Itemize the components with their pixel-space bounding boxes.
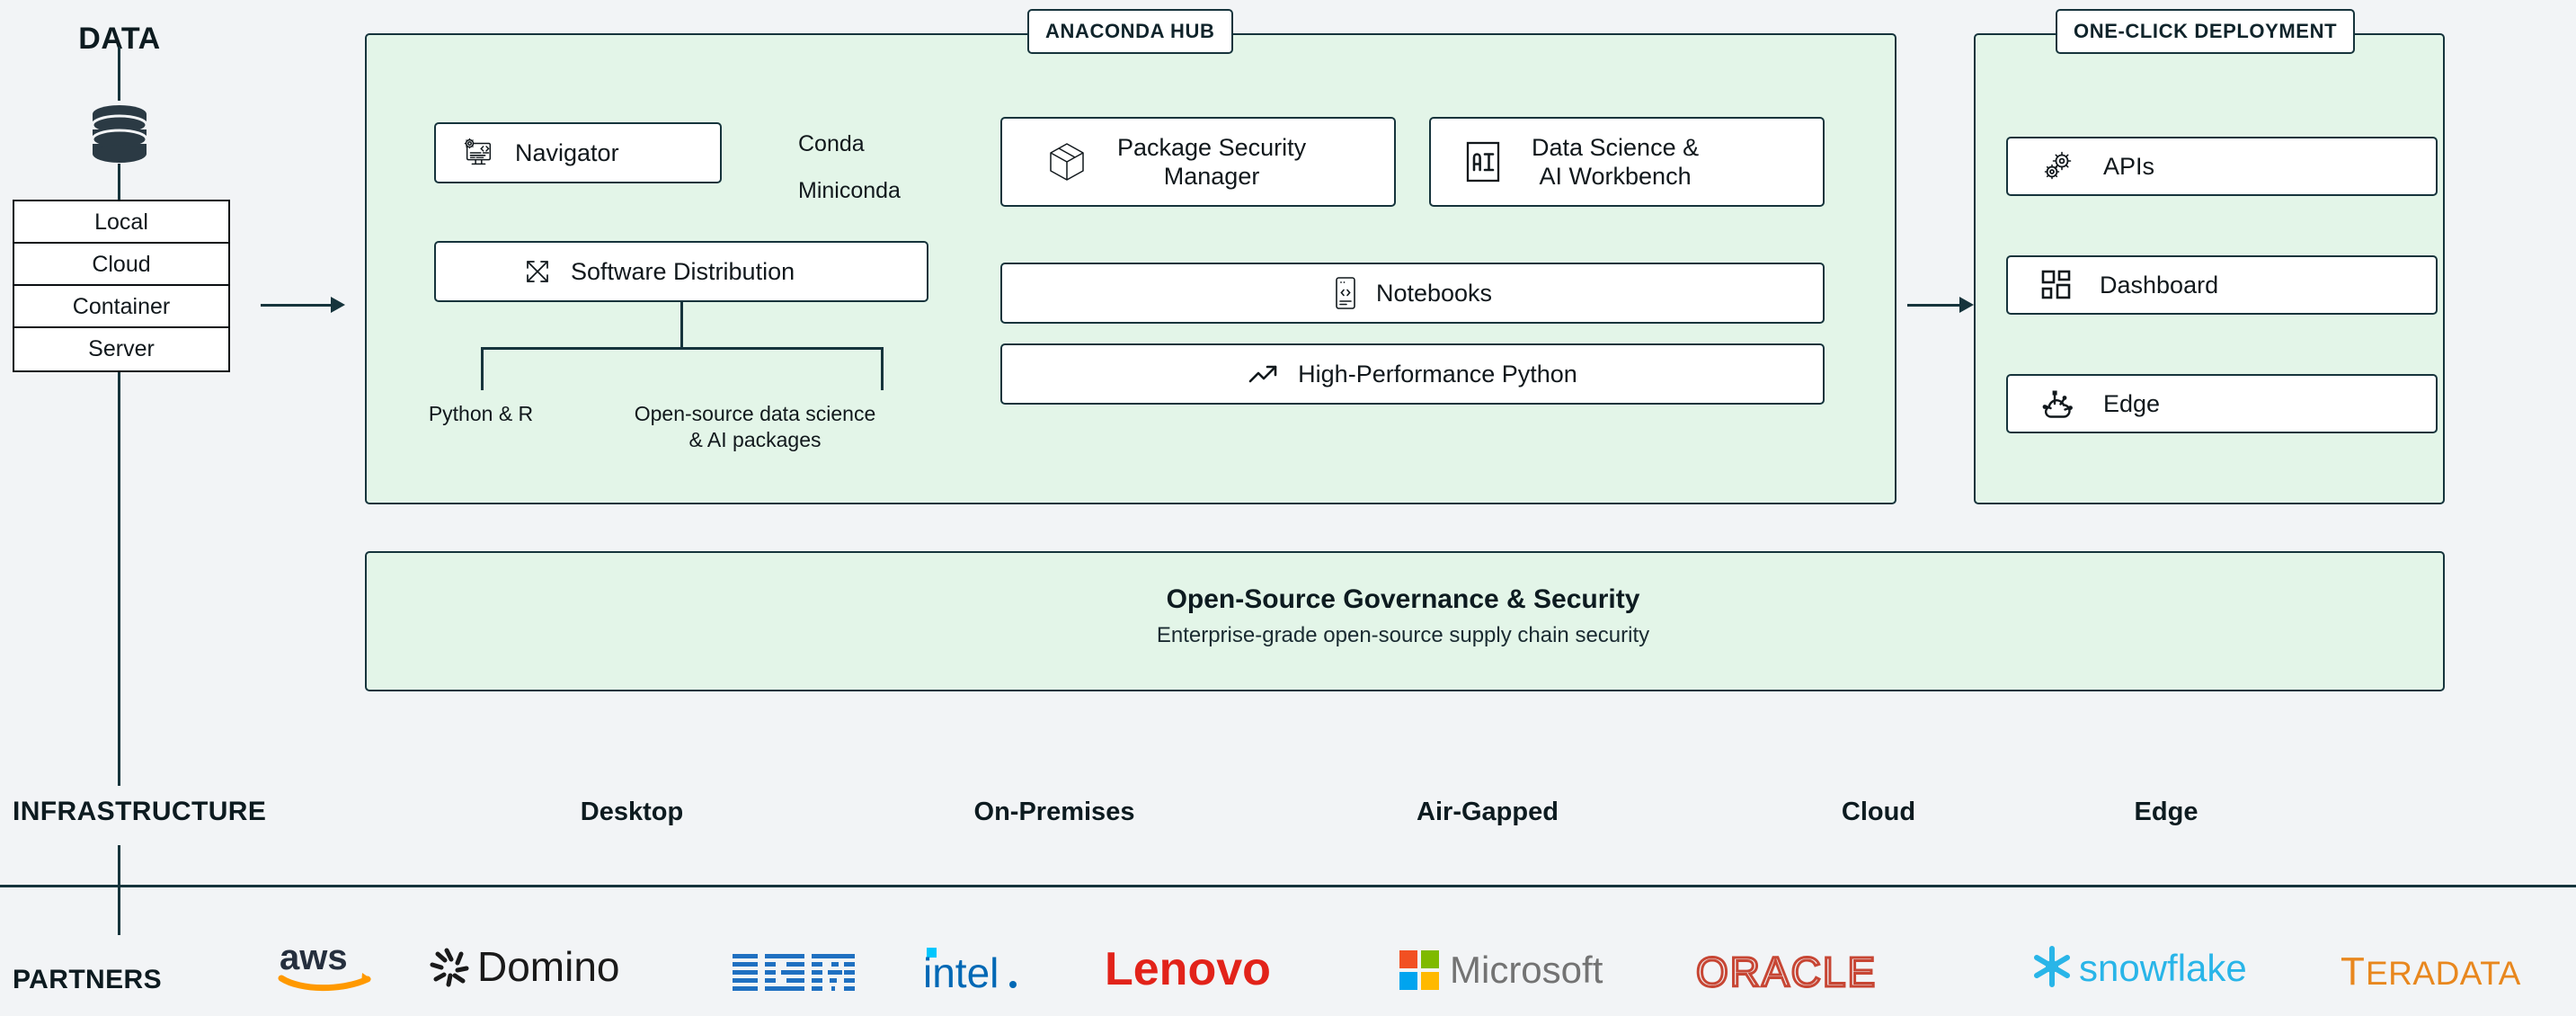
partner-logo-oracle: ORACLE [1690,942,1986,1005]
partner-logo-intel: intel [917,937,1043,1000]
tree-label-open-source: Open-source data science & AI packages [593,401,917,454]
tree-label-python-r: Python & R [369,401,593,427]
data-box-server-label: Server [88,336,155,361]
partner-logo-ibm [726,942,861,1005]
partner-logo-teradata: T ERADATA [2335,939,2551,1002]
card-edge[interactable]: Edge [2006,374,2438,433]
card-data-science-ai-workbench[interactable]: Data Science & AI Workbench [1429,117,1825,207]
expand-arrows-icon [522,256,553,287]
card-high-performance-python[interactable]: High-Performance Python [1000,343,1825,405]
notebook-code-icon [1333,275,1358,311]
svg-text:ORACLE: ORACLE [1696,952,1877,995]
data-box-cloud-label: Cloud [92,252,151,277]
ai-badge-icon [1465,140,1501,183]
svg-text:snowflake: snowflake [2079,947,2247,989]
card-edge-label: Edge [2103,389,2161,417]
partner-logo-microsoft: Microsoft [1391,937,1652,1000]
partner-logo-lenovo: Lenovo [1098,937,1323,1000]
data-connector-bottom [118,368,120,786]
tree-branch-left [481,347,484,390]
card-notebooks-label: Notebooks [1375,279,1493,307]
infrastructure-divider [0,885,2576,887]
tree-label-open-source-line1: Open-source data science [634,402,876,425]
gears-icon [2040,148,2076,184]
partner-logo-aws: aws [271,935,388,998]
tree-crossbar [481,347,883,350]
conda-label: Conda [798,131,865,156]
card-navigator[interactable]: Navigator [434,122,722,183]
svg-text:Domino: Domino [477,943,620,990]
grid-squares-icon [2040,269,2073,301]
partner-logo-domino: Domino [422,937,665,1000]
anaconda-hub-tag: ANACONDA HUB [1027,9,1233,54]
tree-stem [680,302,683,349]
card-notebooks[interactable]: Notebooks [1000,263,1825,324]
data-box-local[interactable]: Local [13,200,230,245]
data-box-local-label: Local [94,209,148,235]
data-box-container[interactable]: Container [13,284,230,330]
svg-text:ERADATA: ERADATA [2366,955,2521,992]
card-apis[interactable]: APIs [2006,137,2438,196]
card-package-security-manager-label: Package Security Manager [1117,133,1306,192]
data-connector-mid [118,164,120,205]
governance-title: Open-Source Governance & Security [1166,584,1640,614]
infrastructure-item-desktop: Desktop [580,798,684,826]
card-navigator-label: Navigator [515,138,619,166]
card-dashboard[interactable]: Dashboard [2006,255,2438,315]
monitor-gear-code-icon [461,136,495,170]
svg-text:T: T [2341,949,2365,994]
card-data-science-ai-workbench-label: Data Science & AI Workbench [1532,133,1699,192]
database-icon [90,104,149,165]
flow-arrow-data-to-hub [261,297,345,313]
tree-branch-right [881,347,884,390]
workbench-line1: Data Science & [1532,133,1700,161]
data-box-server[interactable]: Server [13,326,230,372]
workbench-line2: AI Workbench [1539,163,1692,190]
data-connector-top [118,47,120,101]
card-high-performance-python-label: High-Performance Python [1298,360,1577,388]
package-cube-icon [1047,141,1087,183]
psm-line2: Manager [1163,163,1260,190]
infrastructure-item-cloud: Cloud [1841,798,1916,826]
governance-panel [365,551,2445,691]
infrastructure-heading: INFRASTRUCTURE [13,797,267,826]
svg-text:aws: aws [280,939,348,977]
card-apis-label: APIs [2103,152,2155,180]
svg-text:intel: intel [923,949,999,994]
flow-arrow-hub-to-deployment [1907,297,1974,313]
governance-subtitle: Enterprise-grade open-source supply chai… [1156,623,1650,647]
data-box-container-label: Container [72,294,171,319]
partner-logo-snowflake: snowflake [2024,937,2267,1000]
miniconda-label: Miniconda [798,178,901,203]
psm-line1: Package Security [1117,133,1307,161]
card-package-security-manager[interactable]: Package Security Manager [1000,117,1396,207]
infrastructure-item-edge: Edge [2134,798,2198,826]
card-software-distribution[interactable]: Software Distribution [434,241,928,302]
tree-label-open-source-line2: & AI packages [688,428,822,452]
one-click-deployment-tag: ONE-CLICK DEPLOYMENT [2056,9,2356,54]
trend-arrow-icon [1248,361,1280,387]
partners-heading: PARTNERS [13,965,162,994]
card-dashboard-label: Dashboard [2100,271,2219,299]
svg-text:Microsoft: Microsoft [1450,949,1603,991]
edge-cloud-nodes-icon [2040,387,2076,421]
data-connector-infra [118,845,120,935]
infrastructure-item-air-gapped: Air-Gapped [1417,798,1559,826]
data-box-cloud[interactable]: Cloud [13,242,230,288]
tree-label-python-r-line1: Python & R [428,402,534,425]
svg-text:Lenovo: Lenovo [1105,943,1271,995]
card-software-distribution-label: Software Distribution [571,257,795,285]
infrastructure-item-on-premises: On-Premises [973,798,1135,826]
